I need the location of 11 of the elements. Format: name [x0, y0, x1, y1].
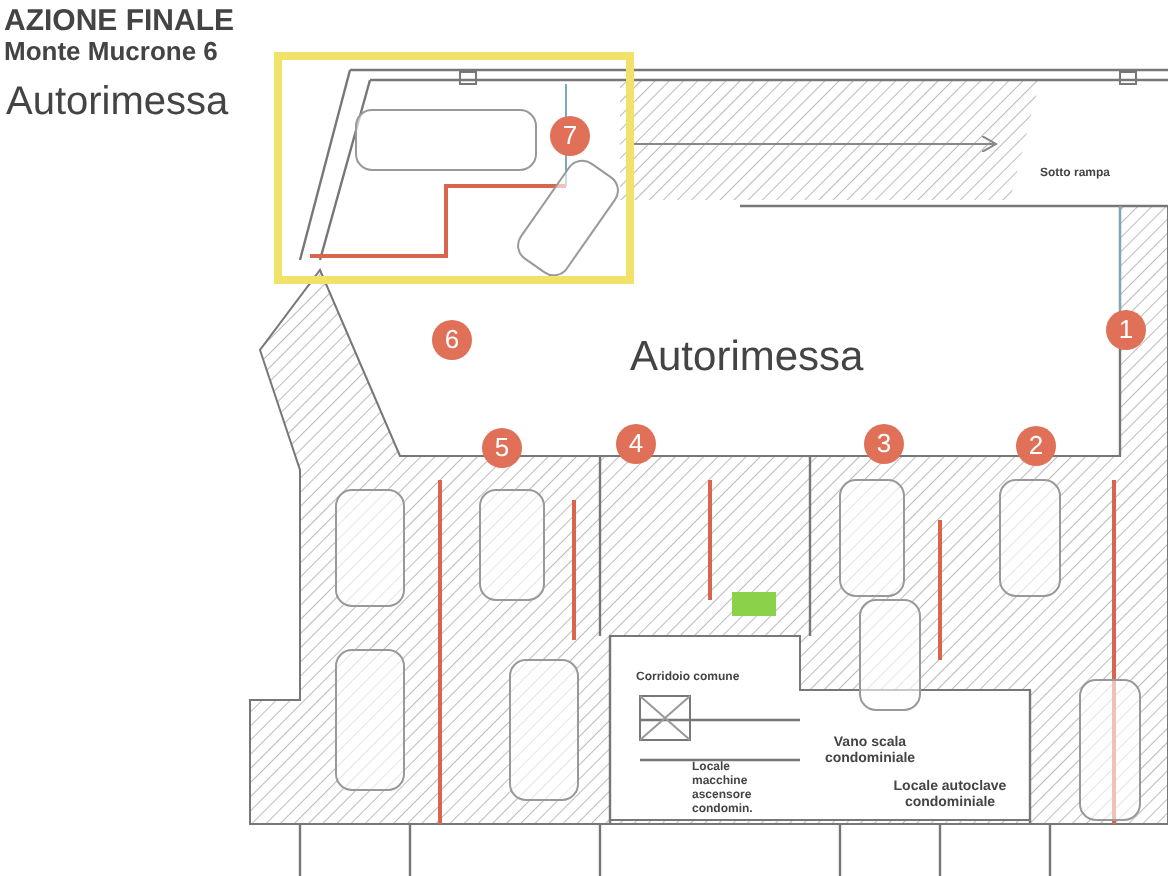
address: Monte Mucrone 6	[4, 38, 220, 68]
space-number: 6	[432, 320, 472, 360]
area-label: Autorimessa	[630, 334, 866, 383]
space-number: 4	[616, 424, 656, 464]
area-label: Autorimessa	[6, 80, 231, 126]
space-number: 3	[864, 424, 904, 464]
space-number: 2	[1016, 426, 1056, 466]
space-number: 1	[1106, 310, 1146, 350]
space-number: 5	[482, 428, 522, 468]
plan-title: AZIONE FINALE	[4, 4, 236, 39]
space-number: 7	[550, 116, 590, 156]
